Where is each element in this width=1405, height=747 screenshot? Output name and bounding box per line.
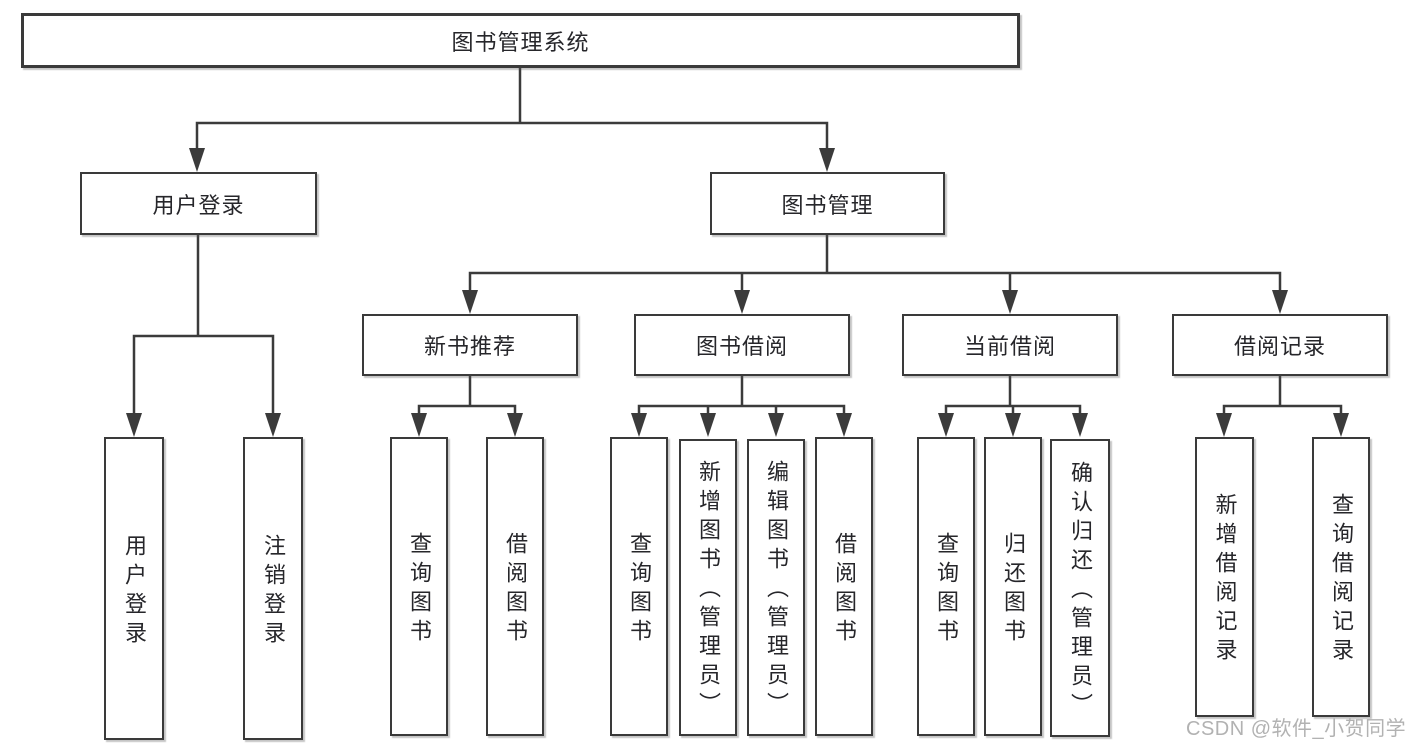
node-borrow-records: 借阅记录 xyxy=(1172,314,1388,376)
leaf-borrow-books-recommend: 借阅图书 xyxy=(486,437,544,736)
arrow-icon xyxy=(189,148,205,172)
arrow-icon xyxy=(938,413,954,437)
connector-user-login xyxy=(132,233,275,417)
node-root: 图书管理系统 xyxy=(21,13,1020,68)
arrow-icon xyxy=(1005,413,1021,437)
arrow-icon xyxy=(700,413,716,437)
node-current-borrow: 当前借阅 xyxy=(902,314,1118,376)
leaf-query-books-borrow: 查询图书 xyxy=(610,437,668,736)
watermark: CSDN @软件_小贺同学 xyxy=(1186,718,1405,740)
node-book-management: 图书管理 xyxy=(710,172,945,235)
connector-borrow-records xyxy=(1222,374,1343,419)
leaf-return-books: 归还图书 xyxy=(984,437,1042,736)
leaf-user-login: 用户登录 xyxy=(104,437,164,740)
arrow-icon xyxy=(768,413,784,437)
arrow-icon xyxy=(1333,413,1349,437)
arrow-icon xyxy=(734,290,750,314)
leaf-confirm-return-admin: 确认归还（管理员） xyxy=(1050,439,1110,737)
arrow-icon xyxy=(631,413,647,437)
leaf-query-books-current: 查询图书 xyxy=(917,437,975,736)
connector-new-book xyxy=(417,374,517,419)
connector-book-borrow xyxy=(637,374,846,419)
node-user-login: 用户登录 xyxy=(80,172,317,235)
leaf-add-borrow-record: 新增借阅记录 xyxy=(1195,437,1254,717)
connector-current-borrow xyxy=(944,374,1082,419)
arrow-icon xyxy=(836,413,852,437)
arrow-icon xyxy=(1002,290,1018,314)
arrow-icon xyxy=(819,148,835,172)
leaf-query-books-recommend: 查询图书 xyxy=(390,437,448,736)
node-book-borrow: 图书借阅 xyxy=(634,314,850,376)
arrow-icon xyxy=(265,413,281,437)
connector-book-management xyxy=(468,233,1282,294)
arrow-icon xyxy=(507,413,523,437)
leaf-logout: 注销登录 xyxy=(243,437,303,740)
leaf-query-borrow-record: 查询借阅记录 xyxy=(1312,437,1370,717)
node-new-book-recommend: 新书推荐 xyxy=(362,314,578,376)
arrow-icon xyxy=(126,413,142,437)
arrow-icon xyxy=(1272,290,1288,314)
arrowheads xyxy=(126,148,1349,437)
leaf-add-books-admin: 新增图书（管理员） xyxy=(679,439,737,736)
arrow-icon xyxy=(1072,413,1088,437)
arrow-icon xyxy=(411,413,427,437)
leaf-borrow-books: 借阅图书 xyxy=(815,437,873,736)
leaf-edit-books-admin: 编辑图书（管理员） xyxy=(747,439,805,736)
arrow-icon xyxy=(462,290,478,314)
connector-root xyxy=(195,66,829,152)
arrow-icon xyxy=(1216,413,1232,437)
